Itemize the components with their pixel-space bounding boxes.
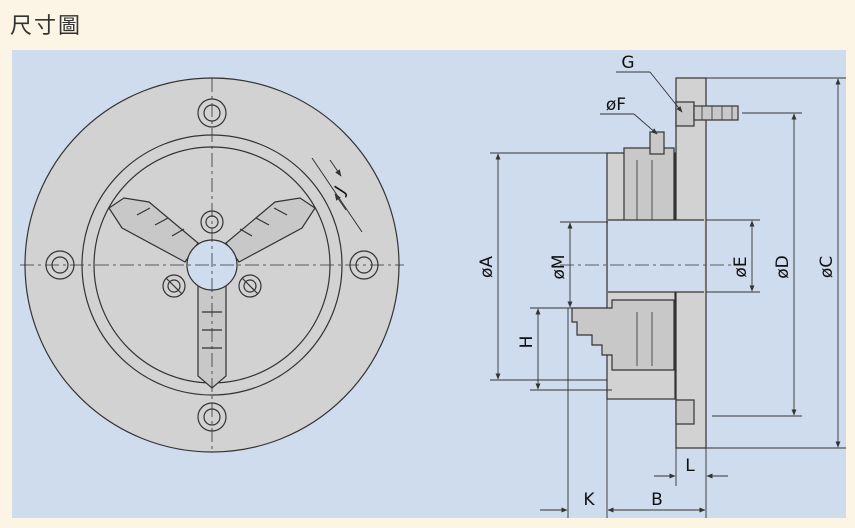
label-h: H [517,336,537,349]
label-e: øE [731,256,751,277]
jaw-right [225,197,316,263]
g-bolt-shank [693,105,739,121]
label-g: G [621,53,634,73]
label-m: øM [549,254,569,279]
g-bolt-head [675,101,695,127]
label-b: B [651,490,663,510]
label-k: K [583,490,595,510]
label-l: L [685,456,695,476]
label-f: øF [606,95,626,115]
page-title: 尺寸圖 [10,14,83,39]
dimension-j [311,157,363,233]
label-d: øD [773,255,793,279]
side-bore [608,220,704,292]
adjust-screw-left [162,274,186,298]
drawing-panel: J [12,50,846,518]
jaw-left [108,197,199,263]
front-center-lines [20,78,404,452]
label-c: øC [817,256,837,278]
side-view [571,77,739,449]
technical-drawing: J [20,53,846,518]
side-jaw-bottom [571,299,675,371]
dimension-lines [490,71,846,518]
lower-bolt [675,399,695,425]
f-screw [649,131,665,155]
label-a: øA [477,256,497,278]
adjust-screw-right [238,274,262,298]
